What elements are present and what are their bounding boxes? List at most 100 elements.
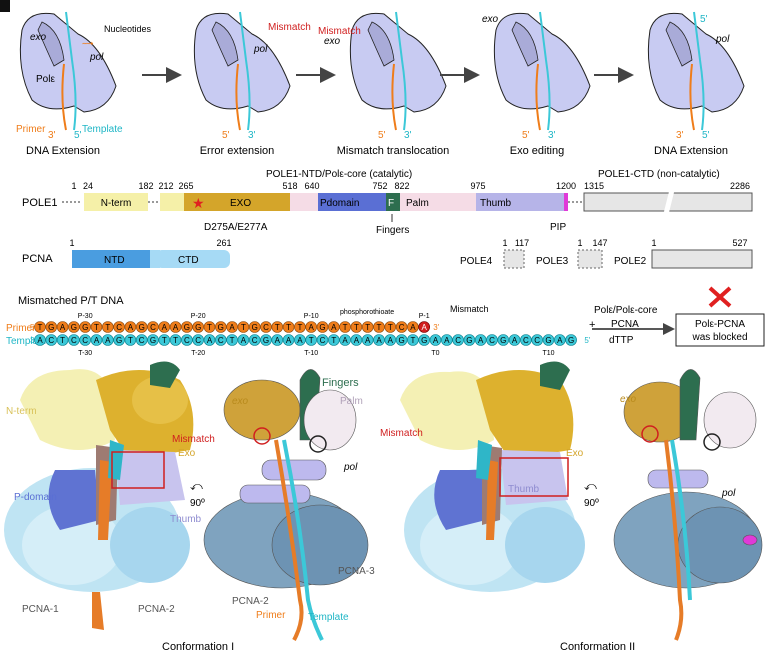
svg-text:was blocked: was blocked	[691, 332, 747, 343]
primer-base	[327, 321, 340, 333]
primer-base	[158, 321, 171, 333]
svg-text:Primer: Primer	[256, 610, 286, 621]
svg-text:NTD: NTD	[104, 255, 125, 266]
tick-label: 1200	[556, 181, 576, 191]
stage1-primer-label: Primer	[16, 124, 46, 135]
svg-text:A: A	[128, 323, 134, 332]
svg-text:A: A	[297, 336, 303, 345]
mutation-star-icon: ★	[192, 195, 205, 211]
conf1-caption: Conformation I	[162, 641, 234, 652]
primer-base	[135, 321, 148, 333]
tick-label: 182	[138, 181, 153, 191]
svg-text:T: T	[365, 323, 370, 332]
svg-text:A: A	[331, 323, 337, 332]
stage5-pol-label: pol	[715, 34, 730, 45]
tick-label: 975	[470, 181, 485, 191]
svg-text:G: G	[139, 323, 145, 332]
svg-text:T: T	[297, 323, 302, 332]
template-base	[158, 334, 171, 346]
svg-text:C: C	[263, 323, 269, 332]
template-base	[135, 334, 148, 346]
svg-text:PCNA-2: PCNA-2	[138, 604, 175, 615]
conf1-density-map	[4, 361, 194, 630]
svg-text:G: G	[319, 323, 325, 332]
mutation-label: D275A/E277A	[204, 222, 268, 233]
template-base	[79, 334, 91, 346]
svg-text:T-10: T-10	[304, 350, 318, 357]
stage-caption: DNA Extension	[26, 145, 100, 157]
svg-text:G: G	[48, 323, 54, 332]
svg-text:3': 3'	[433, 323, 439, 332]
template-base	[440, 334, 453, 346]
primer-base	[56, 321, 69, 333]
svg-text:exo: exo	[620, 394, 637, 405]
svg-text:G: G	[116, 336, 122, 345]
stage1-exo-label: exo	[30, 32, 47, 43]
template-label: Template	[6, 336, 47, 347]
tick-label: 147	[592, 238, 607, 248]
pcna-label: PCNA	[22, 253, 53, 265]
primer-base	[237, 321, 250, 333]
svg-text:A: A	[376, 336, 382, 345]
svg-text:Pdomain: Pdomain	[320, 198, 359, 209]
svg-text:A: A	[275, 336, 281, 345]
svg-text:Polε-PCNA: Polε-PCNA	[695, 319, 745, 330]
stage5-5prime-label: 5'	[700, 14, 708, 25]
nucleotides-icon: ⟿	[82, 39, 94, 48]
template-base	[271, 334, 284, 346]
svg-text:PCNA-2: PCNA-2	[232, 596, 269, 607]
primer-base	[147, 321, 159, 333]
rotate-icon-1: ⤺	[190, 479, 203, 493]
svg-text:A: A	[105, 336, 111, 345]
pole2-label: POLE2	[614, 256, 647, 267]
svg-text:G: G	[263, 336, 269, 345]
svg-text:A: A	[309, 323, 315, 332]
condition-3: dTTP	[609, 335, 634, 346]
svg-text:A: A	[388, 336, 394, 345]
tick-label: 261	[216, 238, 231, 248]
structures: N-term Mismatch Exo P-domain Thumb PCNA-…	[4, 361, 763, 652]
svg-text:3': 3'	[48, 130, 56, 141]
svg-text:T: T	[241, 323, 246, 332]
template-base	[463, 334, 476, 346]
tick-label: 1	[69, 238, 74, 248]
svg-text:T0: T0	[431, 350, 439, 357]
svg-text:C: C	[534, 336, 540, 345]
svg-text:pol: pol	[721, 488, 736, 499]
svg-text:T: T	[162, 336, 167, 345]
primer-base	[294, 321, 306, 333]
svg-text:G: G	[398, 336, 404, 345]
primer-base	[271, 321, 284, 333]
template-base	[508, 334, 521, 346]
svg-text:Template: Template	[308, 612, 349, 623]
svg-text:N-term: N-term	[101, 198, 132, 209]
svg-text:C: C	[48, 336, 54, 345]
template-base	[181, 334, 193, 346]
template-base	[237, 334, 250, 346]
svg-text:3': 3'	[676, 130, 684, 141]
stage3-exo-label: exo	[324, 36, 341, 47]
template-base	[327, 334, 340, 346]
svg-text:Mismatch: Mismatch	[380, 428, 423, 439]
svg-text:Palm: Palm	[340, 396, 363, 407]
svg-text:90º: 90º	[190, 498, 205, 509]
svg-text:A: A	[433, 336, 439, 345]
svg-text:A: A	[207, 336, 213, 345]
template-base	[350, 334, 363, 346]
svg-text:5': 5'	[222, 130, 230, 141]
svg-text:A: A	[512, 336, 518, 345]
tick-label: 2286	[730, 181, 750, 191]
phosphorothioate-label: phosphorothioate	[340, 309, 394, 316]
svg-text:C: C	[523, 336, 529, 345]
exo-domain	[184, 193, 290, 211]
tick-label: 822	[394, 181, 409, 191]
svg-text:C: C	[139, 336, 145, 345]
svg-text:T: T	[105, 323, 110, 332]
pip-motif	[564, 193, 568, 211]
result-box	[675, 313, 765, 347]
svg-text:T: T	[94, 323, 99, 332]
condition-2: PCNA	[611, 319, 639, 330]
